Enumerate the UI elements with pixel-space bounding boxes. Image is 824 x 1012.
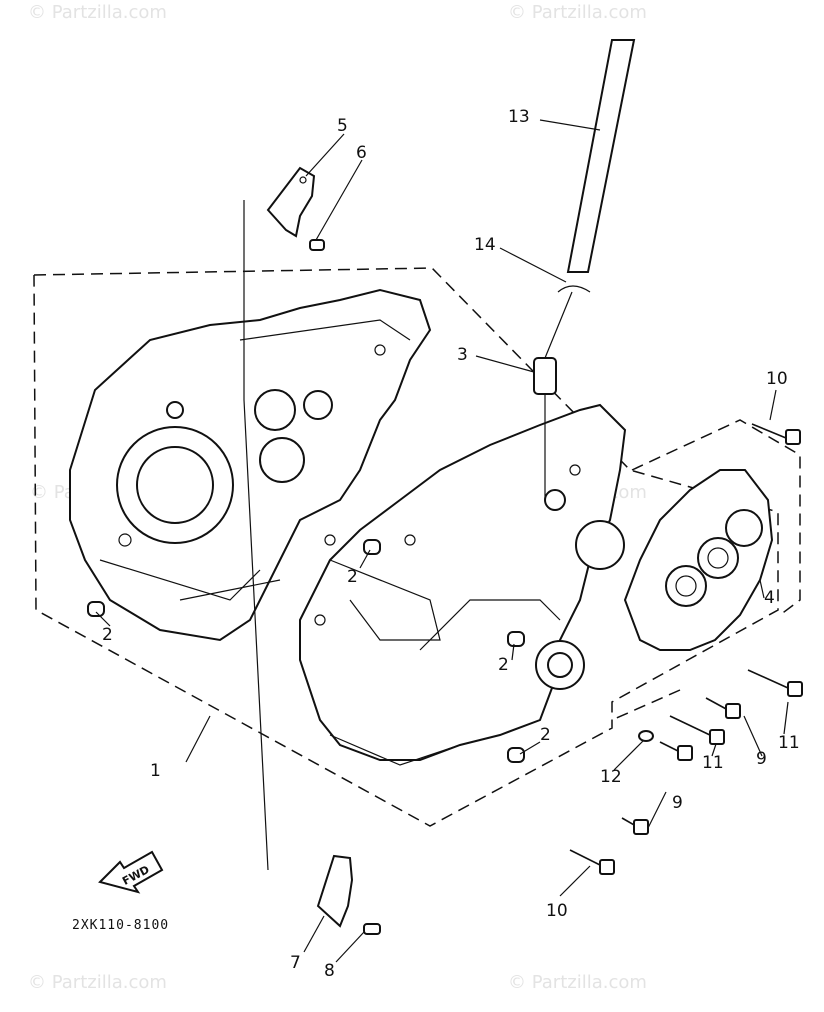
bolt: [751, 423, 801, 445]
plate-upper: [266, 166, 316, 238]
screw-lower: [363, 923, 381, 935]
dowel-pin: [363, 539, 381, 555]
callout-10: 10: [546, 901, 568, 921]
callout-2: 2: [540, 725, 551, 745]
hose-clip: [557, 285, 591, 293]
callout-5: 5: [337, 116, 348, 136]
callout-2: 2: [347, 567, 358, 587]
dowel-pin: [507, 631, 525, 647]
callout-2: 2: [498, 655, 509, 675]
bolt: [659, 741, 693, 761]
dowel-pin: [507, 747, 525, 763]
callout-2: 2: [102, 625, 113, 645]
fwd-arrow-icon: FWD: [98, 850, 164, 894]
cover-boundary: [631, 419, 801, 616]
callout-9: 9: [672, 793, 683, 813]
bolt: [705, 697, 741, 719]
bolt-guide: [611, 689, 681, 721]
callout-4: 4: [764, 588, 775, 608]
plate-guide-line: [243, 200, 269, 871]
callout-6: 6: [356, 143, 367, 163]
watermark: © Partzilla.com: [28, 2, 167, 23]
diagram-code: 2XK110-8100: [72, 918, 170, 933]
callout-11: 11: [702, 753, 724, 773]
watermark: © Partzilla.com: [28, 972, 167, 993]
crankcase-cover: [623, 469, 774, 651]
callout-1: 1: [150, 761, 161, 781]
assembly-boundary: [33, 267, 779, 827]
callout-9: 9: [756, 749, 767, 769]
watermark: © Partzilla.com: [508, 2, 647, 23]
callout-10: 10: [766, 369, 788, 389]
callout-8: 8: [324, 961, 335, 981]
washer: [638, 730, 654, 742]
plate-lower: [316, 854, 354, 928]
crankcase-left: [69, 288, 432, 642]
screw-upper: [309, 239, 325, 251]
callout-14: 14: [474, 235, 496, 255]
dowel-pin: [87, 601, 105, 617]
leader-lines: [95, 119, 789, 963]
bolt: [669, 715, 725, 745]
bolt: [747, 669, 803, 697]
watermark: © Partzilla.com: [508, 972, 647, 993]
breather-hose: [566, 39, 636, 273]
bolt: [569, 849, 615, 875]
callout-7: 7: [290, 953, 301, 973]
callout-12: 12: [600, 767, 622, 787]
crankcase-right: [299, 403, 627, 766]
breather-fitting: [533, 357, 557, 395]
callout-3: 3: [457, 345, 468, 365]
callout-11: 11: [778, 733, 800, 753]
callout-13: 13: [508, 107, 530, 127]
bolt: [621, 817, 649, 835]
